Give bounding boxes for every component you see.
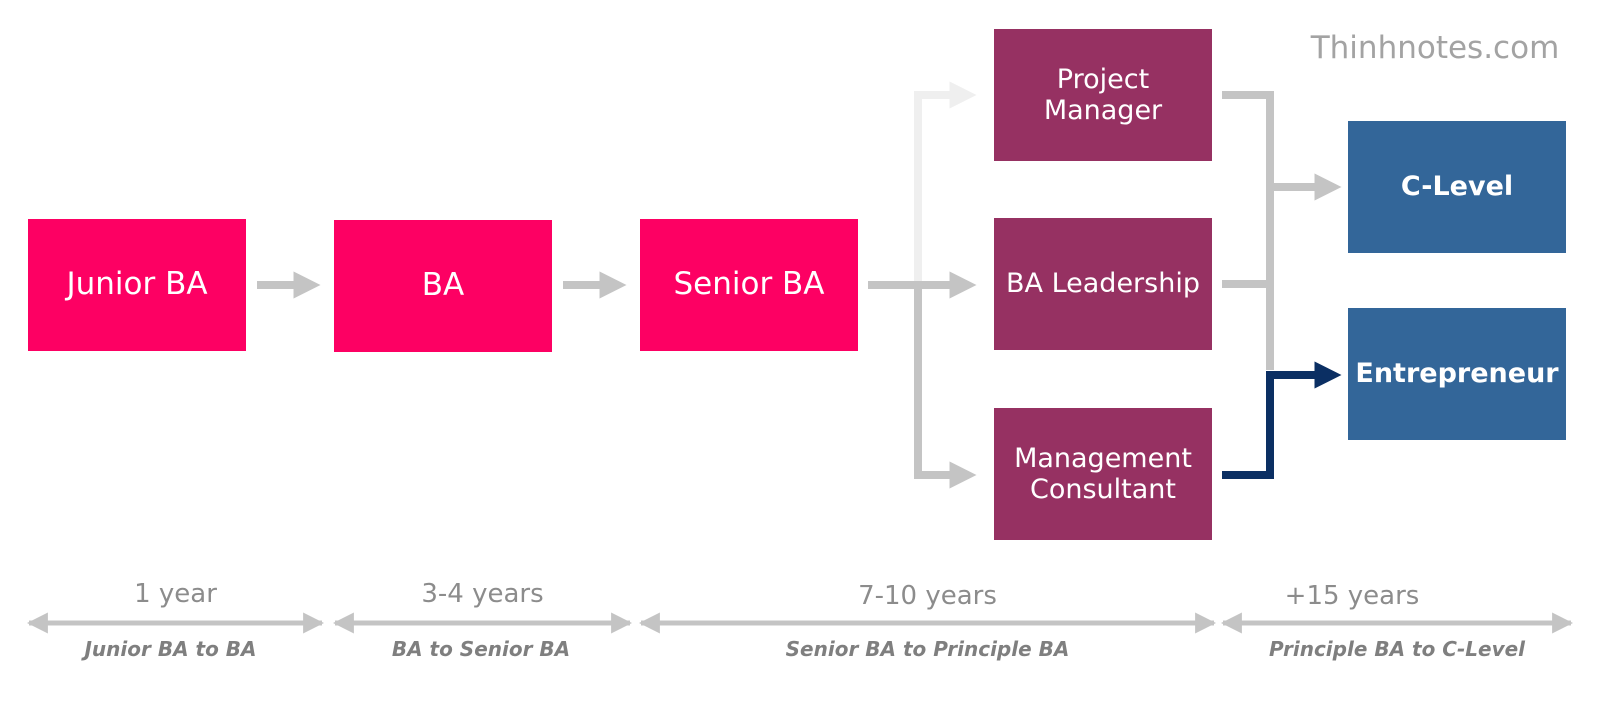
timeline-label-4: Principle BA to C-Level xyxy=(1268,637,1526,661)
timeline-duration-2: 3-4 years xyxy=(421,579,544,609)
node-management-consultant: Management Consultant xyxy=(994,408,1212,540)
timeline-label-1: Junior BA to BA xyxy=(84,637,257,661)
arrow-consultant-to-entrepreneur xyxy=(1222,361,1342,479)
timeline-label-3: Senior BA to Principle BA xyxy=(785,637,1070,661)
node-junior-ba: Junior BA xyxy=(28,219,246,351)
node-ba-leadership: BA Leadership xyxy=(994,218,1212,350)
watermark: Thinhnotes.com xyxy=(1310,30,1560,66)
node-ba: BA xyxy=(334,220,552,352)
arrow-senior-to-consultant xyxy=(914,285,977,489)
timeline-duration-3: 7-10 years xyxy=(858,581,997,611)
timeline-duration-1: 1 year xyxy=(134,579,217,609)
node-project-manager: Project Manager xyxy=(994,29,1212,161)
node-entrepreneur: Entrepreneur xyxy=(1348,308,1566,440)
timeline-duration-4: +15 years xyxy=(1284,581,1420,611)
node-senior-ba: Senior BA xyxy=(640,219,858,351)
arrow-senior-to-pm xyxy=(914,81,977,285)
timeline-label-2: BA to Senior BA xyxy=(391,637,571,661)
node-c-level: C-Level xyxy=(1348,121,1566,253)
connector-pm xyxy=(1222,91,1274,370)
